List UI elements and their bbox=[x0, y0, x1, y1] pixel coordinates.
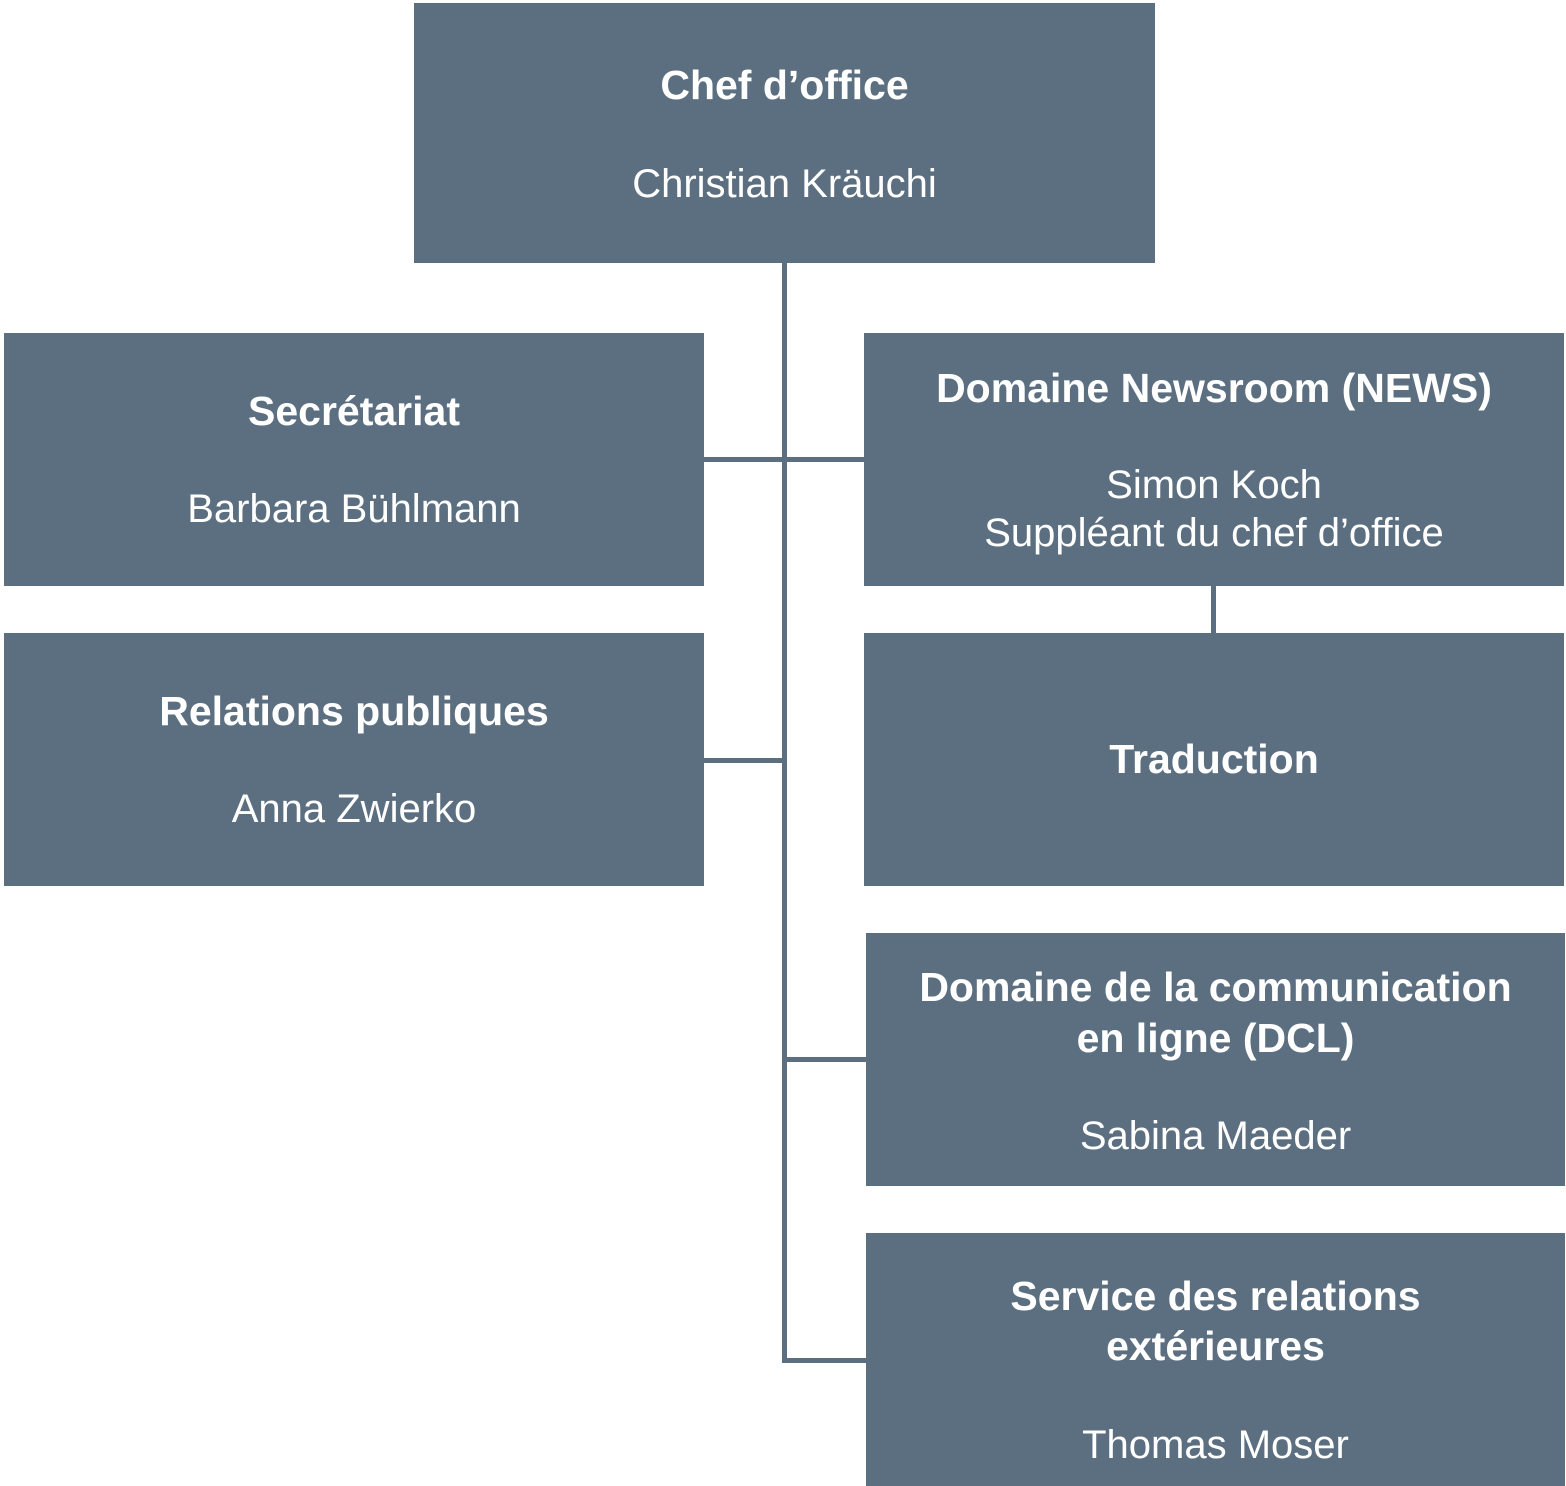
relations-publiques-person: Anna Zwierko bbox=[231, 787, 477, 831]
chef-office-person: Christian Kräuchi bbox=[632, 162, 937, 206]
relations-exterieures-title-line1: Service des relations bbox=[1010, 1273, 1421, 1319]
dcl-box: Domaine de la communication en ligne (DC… bbox=[866, 933, 1565, 1186]
traduction-title: Traduction bbox=[1109, 736, 1319, 782]
connector-relations-exterieures bbox=[782, 1358, 867, 1363]
connector-secretariat bbox=[702, 457, 865, 462]
connector-trunk bbox=[782, 261, 787, 1363]
secretariat-title: Secrétariat bbox=[248, 388, 460, 434]
secretariat-person: Barbara Bühlmann bbox=[187, 487, 521, 531]
relations-publiques-title: Relations publiques bbox=[159, 688, 549, 734]
dcl-title-line1: Domaine de la communication bbox=[919, 964, 1512, 1010]
secretariat-box: Secrétariat Barbara Bühlmann bbox=[4, 333, 704, 586]
dcl-person: Sabina Maeder bbox=[1079, 1114, 1352, 1158]
newsroom-title: Domaine Newsroom (NEWS) bbox=[936, 365, 1492, 411]
connector-relations-publiques bbox=[702, 758, 784, 763]
connector-dcl bbox=[782, 1057, 867, 1062]
traduction-box: Traduction bbox=[864, 633, 1564, 886]
chef-office-title: Chef d’office bbox=[660, 62, 909, 108]
relations-exterieures-box: Service des relations extérieures Thomas… bbox=[866, 1233, 1565, 1486]
relations-exterieures-person: Thomas Moser bbox=[1082, 1423, 1349, 1467]
newsroom-person: Simon Koch bbox=[1106, 463, 1322, 507]
relations-publiques-box: Relations publiques Anna Zwierko bbox=[4, 633, 704, 886]
dcl-title-line2: en ligne (DCL) bbox=[1076, 1015, 1355, 1061]
newsroom-role: Suppléant du chef d’office bbox=[984, 511, 1444, 555]
chef-office-box: Chef d’office Christian Kräuchi bbox=[414, 3, 1155, 263]
relations-exterieures-title-line2: extérieures bbox=[1106, 1323, 1325, 1369]
newsroom-box: Domaine Newsroom (NEWS) Simon Koch Suppl… bbox=[864, 333, 1564, 586]
connector-news-traduction bbox=[1211, 585, 1216, 634]
